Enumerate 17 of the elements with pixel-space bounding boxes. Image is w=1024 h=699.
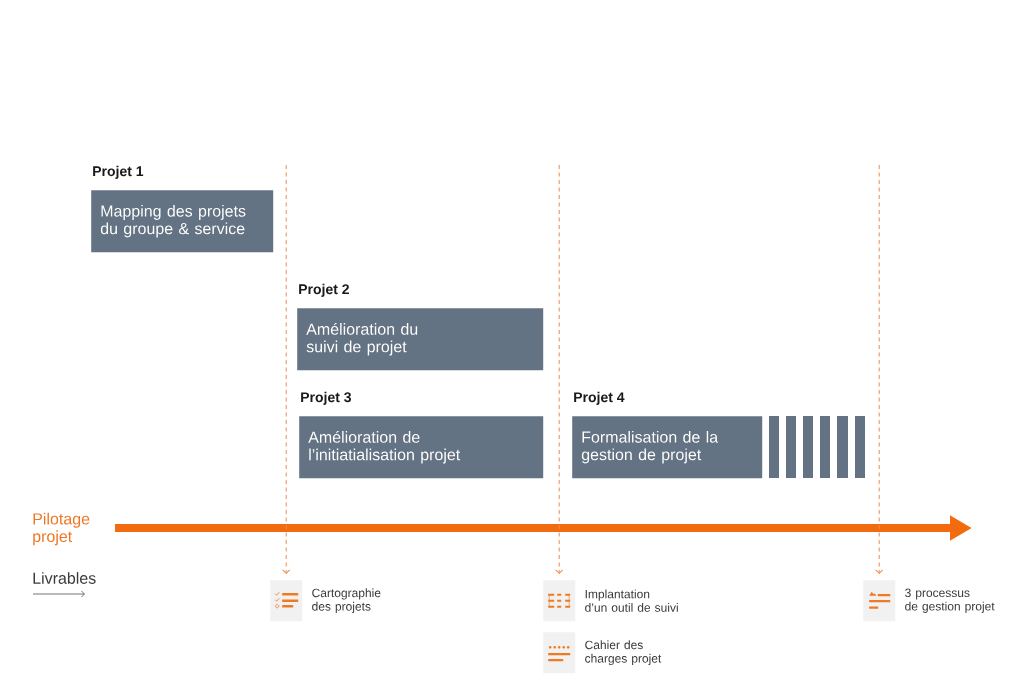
row-label: Livrables bbox=[33, 572, 96, 584]
timeline-label: Pilotage projet bbox=[33, 512, 90, 546]
project-title: Projet 3 bbox=[301, 391, 352, 405]
project-title: Projet 1 bbox=[93, 165, 144, 179]
milestone-line bbox=[282, 164, 291, 574]
project-box: Mapping des projets du groupe & service bbox=[91, 190, 274, 253]
project-box: Formalisation de la gestion de projet bbox=[572, 416, 763, 479]
project-title: Projet 4 bbox=[574, 391, 625, 405]
project-box: Amélioration de l’initiatialisation projet bbox=[299, 416, 544, 479]
deliverable-label: Implantation d’un outil de suivi bbox=[585, 589, 678, 612]
milestone-line bbox=[555, 164, 564, 574]
deliverable-label: Cahier des charges projet bbox=[585, 640, 662, 666]
project-box: Amélioration du suivi de projet bbox=[297, 308, 544, 371]
milestone-line bbox=[875, 164, 884, 574]
deliverable-label: 3 processus de gestion projet bbox=[905, 588, 995, 613]
deliverable-label: Cartographie des projets bbox=[312, 588, 381, 614]
project-title: Projet 2 bbox=[299, 283, 349, 297]
